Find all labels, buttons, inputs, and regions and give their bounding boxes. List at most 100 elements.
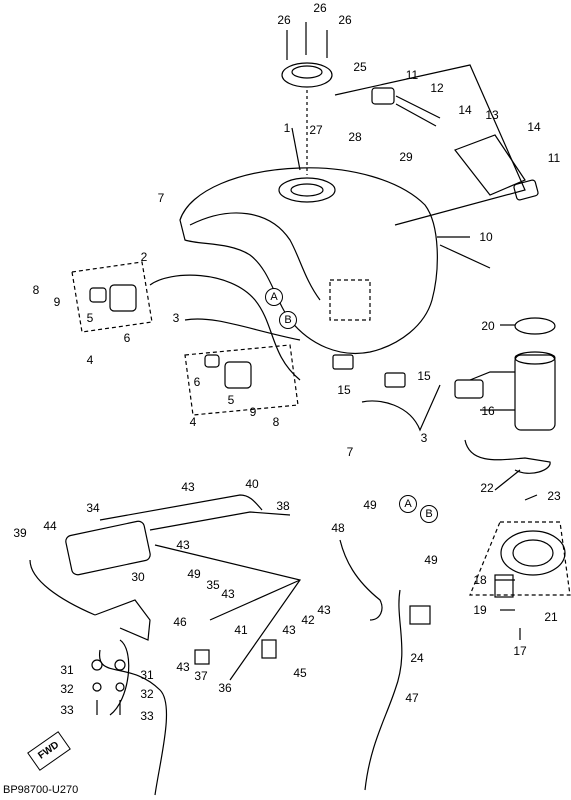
part-label-14: 14	[458, 103, 472, 117]
clip-24	[409, 605, 431, 625]
part-label-9: 9	[53, 295, 61, 309]
fuel-hose-22	[464, 439, 551, 474]
part-label-6: 6	[193, 375, 201, 389]
part-label-26: 26	[313, 1, 327, 15]
part-label-42: 42	[301, 613, 315, 627]
part-label-15: 15	[417, 369, 431, 383]
part-label-44: 44	[43, 519, 57, 533]
part-label-47: 47	[405, 691, 419, 705]
part-label-27: 27	[309, 123, 323, 137]
part-label-15: 15	[337, 383, 351, 397]
part-label-11: 11	[547, 151, 561, 165]
part-label-26: 26	[338, 13, 352, 27]
pad-15b	[384, 372, 406, 388]
part-label-4: 4	[189, 415, 197, 429]
hose-2	[149, 274, 301, 381]
part-label-43: 43	[221, 587, 235, 601]
part-label-43: 43	[317, 603, 331, 617]
hose-47	[364, 589, 403, 791]
part-label-5: 5	[227, 393, 235, 407]
part-label-13: 13	[485, 108, 499, 122]
part-label-35: 35	[206, 578, 220, 592]
part-label-34: 34	[86, 501, 100, 515]
part-label-2: 2	[140, 250, 148, 264]
pump-bracket-ring	[500, 530, 566, 576]
part-label-7: 7	[157, 191, 165, 205]
part-label-31: 31	[140, 668, 154, 682]
part-label-45: 45	[293, 666, 307, 680]
hose-48	[339, 539, 383, 621]
callout-b-upper: B	[279, 311, 297, 329]
part-label-8: 8	[272, 415, 280, 429]
part-label-20: 20	[481, 319, 495, 333]
bracket-18	[494, 574, 514, 598]
part-label-4: 4	[86, 353, 94, 367]
part-label-6: 6	[123, 331, 131, 345]
pump-sender	[454, 379, 484, 399]
part-label-30: 30	[131, 570, 145, 584]
part-label-36: 36	[218, 681, 232, 695]
part-label-9: 9	[249, 405, 257, 419]
part-label-31: 31	[60, 663, 74, 677]
damper-left	[89, 287, 107, 303]
part-label-3: 3	[172, 311, 180, 325]
hose-drain	[98, 649, 167, 796]
clamp-45	[261, 639, 277, 659]
part-label-33: 33	[60, 703, 74, 717]
part-label-49: 49	[363, 498, 377, 512]
bracket-left	[109, 284, 137, 312]
part-label-28: 28	[348, 130, 362, 144]
part-label-32: 32	[140, 687, 154, 701]
part-label-43: 43	[282, 623, 296, 637]
part-label-3: 3	[420, 431, 428, 445]
part-label-12: 12	[430, 81, 444, 95]
pad-15a	[332, 354, 354, 370]
part-label-37: 37	[194, 669, 208, 683]
part-label-21: 21	[544, 610, 558, 624]
pump-seal-20	[514, 317, 556, 335]
part-label-24: 24	[410, 651, 424, 665]
part-label-19: 19	[473, 603, 487, 617]
hose-3-lower	[361, 384, 441, 432]
part-label-5: 5	[86, 311, 94, 325]
part-label-39: 39	[13, 526, 27, 540]
fuel-pump	[514, 354, 556, 431]
part-label-49: 49	[424, 553, 438, 567]
filter-right	[513, 179, 539, 201]
part-label-8: 8	[32, 283, 40, 297]
part-label-43: 43	[181, 480, 195, 494]
part-label-22: 22	[480, 481, 494, 495]
hose-38	[149, 511, 291, 531]
part-label-16: 16	[481, 404, 495, 418]
filler-opening	[278, 177, 336, 203]
hose-39	[29, 559, 96, 616]
filler-cap-inner	[291, 65, 323, 79]
part-label-17: 17	[513, 644, 527, 658]
part-label-32: 32	[60, 682, 74, 696]
part-label-26: 26	[277, 13, 291, 27]
part-label-1: 1	[283, 121, 291, 135]
diagram-caption: BP98700-U270	[3, 784, 79, 796]
part-label-48: 48	[331, 521, 345, 535]
bracket-right	[224, 361, 252, 389]
filter-left	[371, 87, 395, 105]
part-label-41: 41	[234, 623, 248, 637]
part-label-25: 25	[353, 60, 367, 74]
part-label-14: 14	[527, 120, 541, 134]
part-label-29: 29	[399, 150, 413, 164]
part-label-18: 18	[473, 573, 487, 587]
part-label-38: 38	[276, 499, 290, 513]
part-label-10: 10	[479, 230, 493, 244]
hose-40	[99, 494, 263, 521]
part-label-46: 46	[173, 615, 187, 629]
filler-cap-ring	[281, 62, 333, 88]
damper-right	[204, 354, 220, 368]
bracket-30	[94, 599, 151, 641]
part-label-33: 33	[140, 709, 154, 723]
part-label-43: 43	[176, 660, 190, 674]
part-label-7: 7	[346, 445, 354, 459]
hose-3-upper	[184, 318, 301, 341]
part-label-23: 23	[547, 489, 561, 503]
